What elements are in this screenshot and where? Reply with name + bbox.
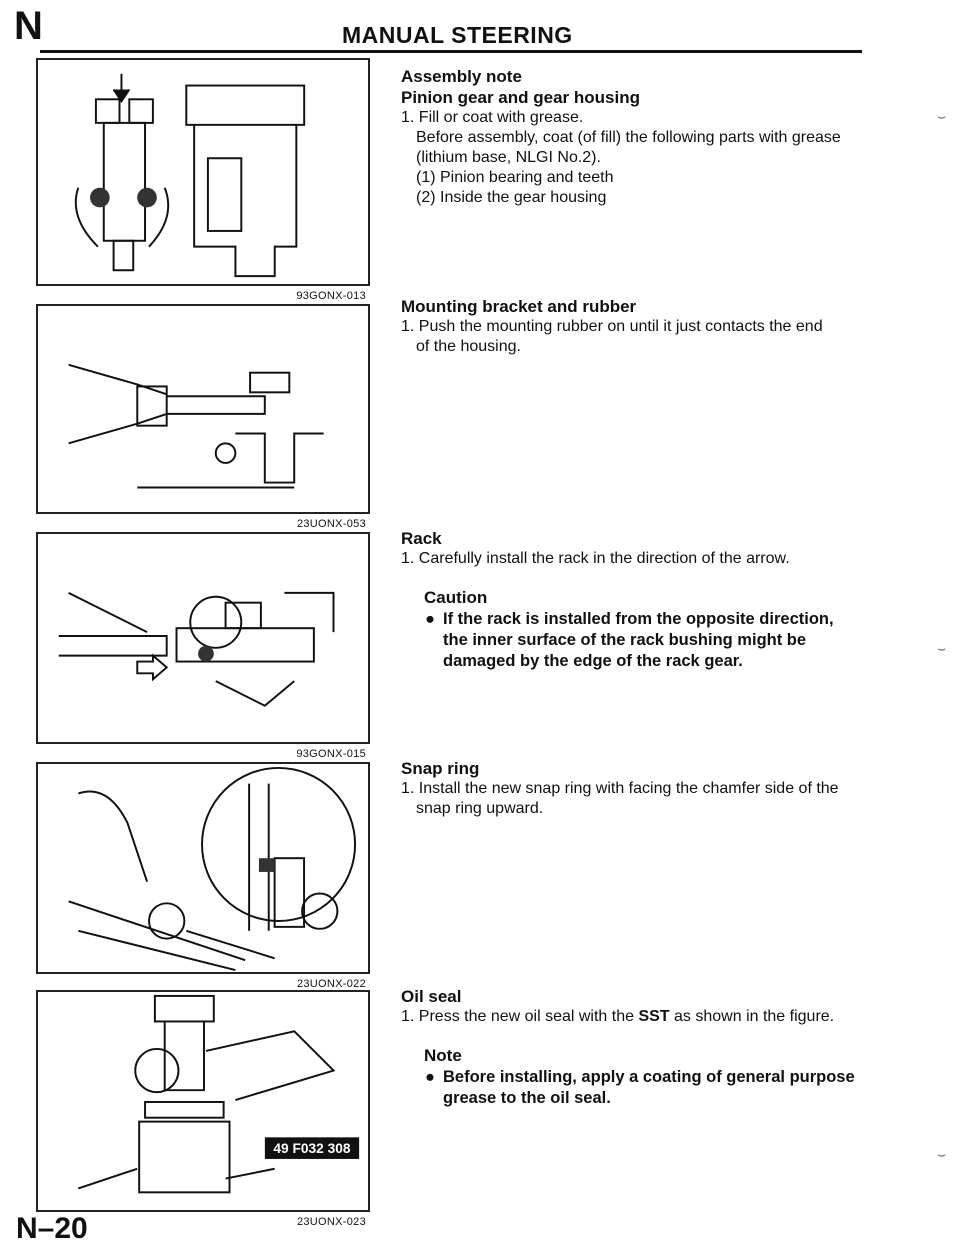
figure-oil-seal: 49 F032 308	[36, 990, 370, 1212]
caution-line: If the rack is installed from the opposi…	[443, 610, 834, 628]
snap-ring-section: Snap ring 1. Install the new snap ring w…	[401, 758, 871, 819]
caution-heading: Caution	[424, 588, 488, 607]
figure-snap-ring	[36, 762, 370, 974]
figure-code: 23UONX-023	[296, 1216, 366, 1228]
step-line: (2) Inside the gear housing	[416, 189, 607, 206]
figure-mounting-rubber	[36, 304, 370, 514]
caution-line: the inner surface of the rack bushing mi…	[443, 631, 807, 649]
rack-install-diagram-icon	[58, 591, 335, 707]
step-line: (lithium base, NLGI No.2).	[416, 149, 601, 166]
section-heading: Snap ring	[401, 759, 480, 778]
section-heading: Assembly note	[401, 67, 522, 86]
step-line: (1) Pinion bearing and teeth	[416, 169, 614, 186]
figure-rack-install	[36, 532, 370, 744]
note-line: grease to the oil seal.	[443, 1089, 611, 1107]
section-subheading: Pinion gear and gear housing	[401, 88, 640, 107]
section-heading: Oil seal	[401, 987, 462, 1006]
step-line: 1. Install the new snap ring with facing…	[401, 780, 839, 797]
section-heading: Mounting bracket and rubber	[401, 297, 637, 316]
section-letter: N	[14, 4, 43, 48]
step-line: snap ring upward.	[416, 800, 544, 817]
assembly-note-section: Assembly note Pinion gear and gear housi…	[401, 66, 871, 208]
sst-label: SST	[638, 1008, 670, 1025]
step-line: 1. Carefully install the rack in the dir…	[401, 550, 790, 567]
caution-line: damaged by the edge of the rack gear.	[443, 652, 743, 670]
step-line: Before assembly, coat (of fill) the foll…	[416, 129, 841, 146]
note-line: Before installing, apply a coating of ge…	[443, 1068, 855, 1086]
bullet-icon: ●	[425, 1068, 435, 1086]
bullet-icon: ●	[425, 610, 435, 628]
figure-code: 23UONX-022	[296, 978, 366, 990]
oil-seal-section: Oil seal 1. Press the new oil seal with …	[401, 986, 871, 1109]
step-line: 1. Fill or coat with grease.	[401, 109, 584, 126]
pinion-gear-housing-diagram-icon	[74, 73, 306, 278]
mounting-bracket-section: Mounting bracket and rubber 1. Push the …	[401, 296, 871, 357]
mounting-rubber-install-diagram-icon	[68, 363, 324, 489]
figure-pinion-gear-housing	[36, 58, 370, 286]
figure-code: 93GONX-013	[296, 290, 366, 302]
edge-mark: ⌣	[937, 640, 947, 656]
caution-item: ● If the rack is installed from the oppo…	[425, 609, 871, 672]
edge-mark: ⌣	[937, 108, 947, 124]
edge-mark: ⌣	[937, 1146, 947, 1162]
header-divider	[40, 50, 862, 53]
page-title: MANUAL STEERING	[342, 22, 573, 48]
tool-number-label: 49 F032 308	[273, 1141, 350, 1156]
snap-ring-install-diagram-icon	[68, 766, 357, 971]
page-number: N–20	[16, 1212, 88, 1245]
section-heading: Rack	[401, 529, 442, 548]
figure-code: 93GONX-015	[296, 748, 366, 760]
step-line: 1. Press the new oil seal with the SST a…	[401, 1007, 871, 1027]
note-heading: Note	[424, 1046, 462, 1065]
oil-seal-press-diagram-icon: 49 F032 308	[77, 994, 360, 1194]
step-text: as shown in the figure.	[669, 1008, 835, 1025]
step-line: 1. Push the mounting rubber on until it …	[401, 318, 823, 335]
step-text: 1. Press the new oil seal with the	[401, 1008, 639, 1025]
figure-code: 23UONX-053	[296, 518, 366, 530]
note-item: ● Before installing, apply a coating of …	[425, 1067, 871, 1109]
step-line: of the housing.	[416, 338, 521, 355]
rack-section: Rack 1. Carefully install the rack in th…	[401, 528, 871, 672]
